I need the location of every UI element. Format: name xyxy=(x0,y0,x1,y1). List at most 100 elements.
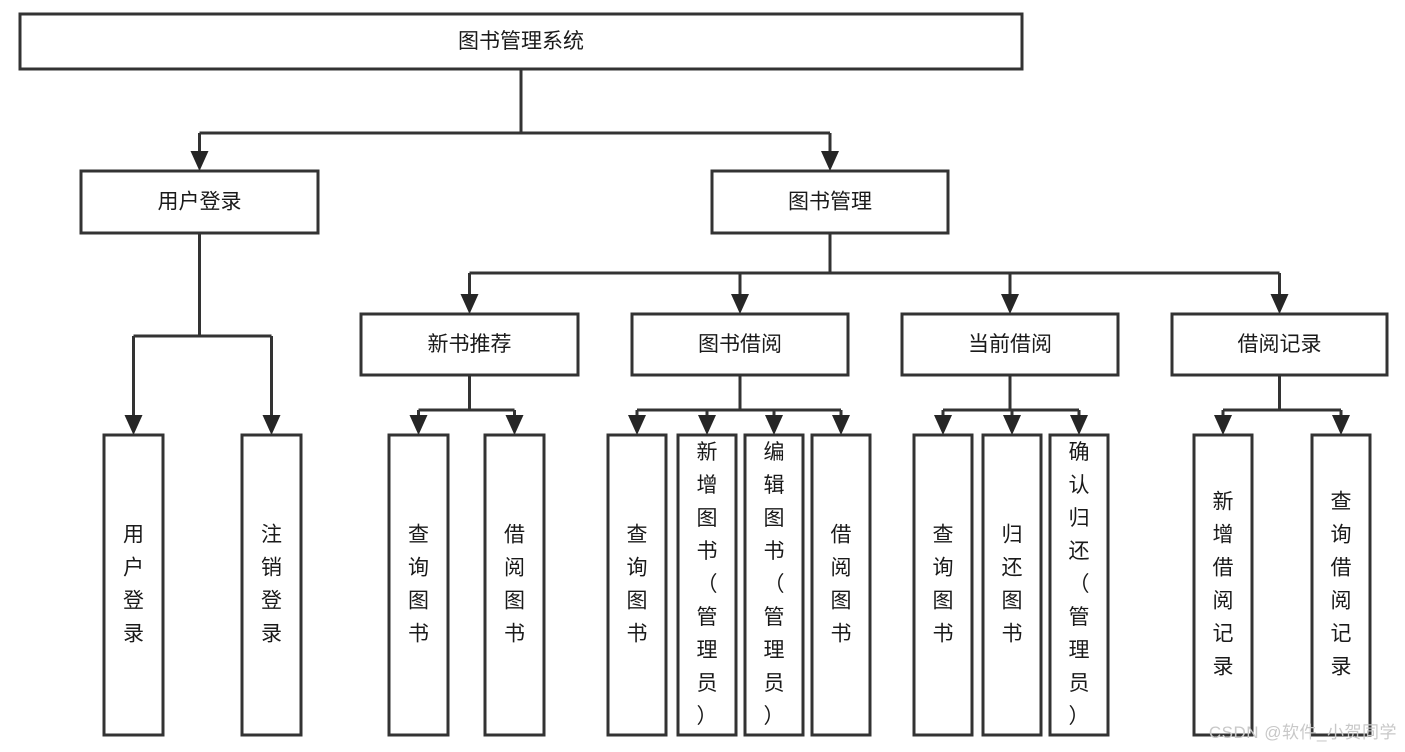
svg-text:阅: 阅 xyxy=(504,557,525,580)
node-root[interactable]: 图书管理系统 xyxy=(18,12,1024,71)
svg-text:户: 户 xyxy=(123,557,144,580)
node-box-leaf-query-book-current[interactable] xyxy=(912,433,974,737)
node-label-book-manage: 图书管理 xyxy=(788,191,872,214)
node-borrow-record[interactable]: 借阅记录 xyxy=(1170,312,1389,377)
node-box-leaf-borrow-book[interactable] xyxy=(810,433,872,737)
node-box-current-borrow[interactable] xyxy=(900,312,1120,377)
node-box-leaf-add-book[interactable] xyxy=(676,433,738,737)
node-new-book-recommend[interactable]: 新书推荐 xyxy=(359,312,580,377)
node-box-leaf-user-login[interactable] xyxy=(102,433,165,737)
svg-text:图: 图 xyxy=(831,590,852,613)
svg-text:）: ） xyxy=(697,705,718,728)
svg-text:询: 询 xyxy=(1331,524,1352,547)
node-box-leaf-query-book-borrow[interactable] xyxy=(606,433,668,737)
svg-text:增: 增 xyxy=(1213,524,1234,547)
svg-text:询: 询 xyxy=(933,557,954,580)
svg-text:理: 理 xyxy=(1069,639,1090,662)
svg-text:查: 查 xyxy=(627,524,648,547)
svg-text:员: 员 xyxy=(764,672,785,695)
node-box-leaf-confirm-return[interactable] xyxy=(1048,433,1110,737)
node-box-leaf-borrow-book-recommend[interactable] xyxy=(483,433,546,737)
svg-text:员: 员 xyxy=(697,672,718,695)
current-borrow-to-leaves-arrow-icon-0 xyxy=(934,415,952,435)
new-book-recommend-to-leaves-arrow-icon-0 xyxy=(409,415,428,435)
node-box-leaf-edit-book[interactable] xyxy=(743,433,805,737)
node-box-root[interactable] xyxy=(18,12,1024,71)
node-box-leaf-add-borrow-record[interactable] xyxy=(1192,433,1254,737)
node-book-borrow[interactable]: 图书借阅 xyxy=(630,312,850,377)
svg-text:图: 图 xyxy=(764,507,785,530)
svg-text:录: 录 xyxy=(261,623,282,646)
svg-text:记: 记 xyxy=(1213,623,1234,646)
svg-text:还: 还 xyxy=(1002,557,1023,580)
svg-text:借: 借 xyxy=(1213,557,1234,580)
svg-text:）: ） xyxy=(1069,705,1090,728)
svg-text:录: 录 xyxy=(1213,656,1234,679)
node-box-book-borrow[interactable] xyxy=(630,312,850,377)
book-borrow-to-leaves-arrow-icon-3 xyxy=(832,415,850,435)
svg-text:阅: 阅 xyxy=(1213,590,1234,613)
node-label-borrow-record: 借阅记录 xyxy=(1238,333,1322,356)
svg-text:书: 书 xyxy=(627,623,648,646)
node-box-new-book-recommend[interactable] xyxy=(359,312,580,377)
node-box-leaf-logout[interactable] xyxy=(240,433,303,737)
node-box-book-manage[interactable] xyxy=(710,169,950,235)
svg-text:图: 图 xyxy=(1002,590,1023,613)
root-to-level1-arrow-icon-1 xyxy=(821,151,839,171)
svg-text:归: 归 xyxy=(1069,507,1090,530)
node-box-leaf-query-book-recommend[interactable] xyxy=(387,433,450,737)
node-box-leaf-query-borrow-record[interactable] xyxy=(1310,433,1372,737)
svg-text:注: 注 xyxy=(261,524,282,547)
node-current-borrow[interactable]: 当前借阅 xyxy=(900,312,1120,377)
node-box-user-login[interactable] xyxy=(79,169,320,235)
svg-text:（: （ xyxy=(764,573,785,596)
svg-text:查: 查 xyxy=(1331,491,1352,514)
svg-text:管: 管 xyxy=(764,606,785,629)
svg-text:新: 新 xyxy=(697,441,718,464)
bookmanage-to-level2-arrow-icon-0 xyxy=(460,294,479,314)
svg-text:理: 理 xyxy=(697,639,718,662)
svg-text:阅: 阅 xyxy=(831,557,852,580)
svg-text:阅: 阅 xyxy=(1331,590,1352,613)
svg-text:录: 录 xyxy=(123,623,144,646)
node-layer: 图书管理系统用户登录图书管理新书推荐图书借阅当前借阅借阅记录用户登录注销登录查询… xyxy=(18,12,1389,737)
svg-text:询: 询 xyxy=(627,557,648,580)
svg-text:辑: 辑 xyxy=(764,474,785,497)
node-label-user-login: 用户登录 xyxy=(158,191,242,214)
node-box-borrow-record[interactable] xyxy=(1170,312,1389,377)
svg-text:图: 图 xyxy=(697,507,718,530)
svg-text:借: 借 xyxy=(504,524,525,547)
node-box-leaf-return-book[interactable] xyxy=(981,433,1043,737)
svg-text:归: 归 xyxy=(1002,524,1023,547)
book-borrow-to-leaves-arrow-icon-0 xyxy=(628,415,646,435)
node-user-login[interactable]: 用户登录 xyxy=(79,169,320,235)
svg-text:管: 管 xyxy=(1069,606,1090,629)
svg-text:（: （ xyxy=(697,573,718,596)
node-book-manage[interactable]: 图书管理 xyxy=(710,169,950,235)
svg-text:用: 用 xyxy=(123,524,144,547)
svg-text:询: 询 xyxy=(408,557,429,580)
svg-text:书: 书 xyxy=(831,623,852,646)
node-leaf-user-login[interactable]: 用户登录 xyxy=(102,433,165,737)
current-borrow-to-leaves-arrow-icon-1 xyxy=(1003,415,1021,435)
